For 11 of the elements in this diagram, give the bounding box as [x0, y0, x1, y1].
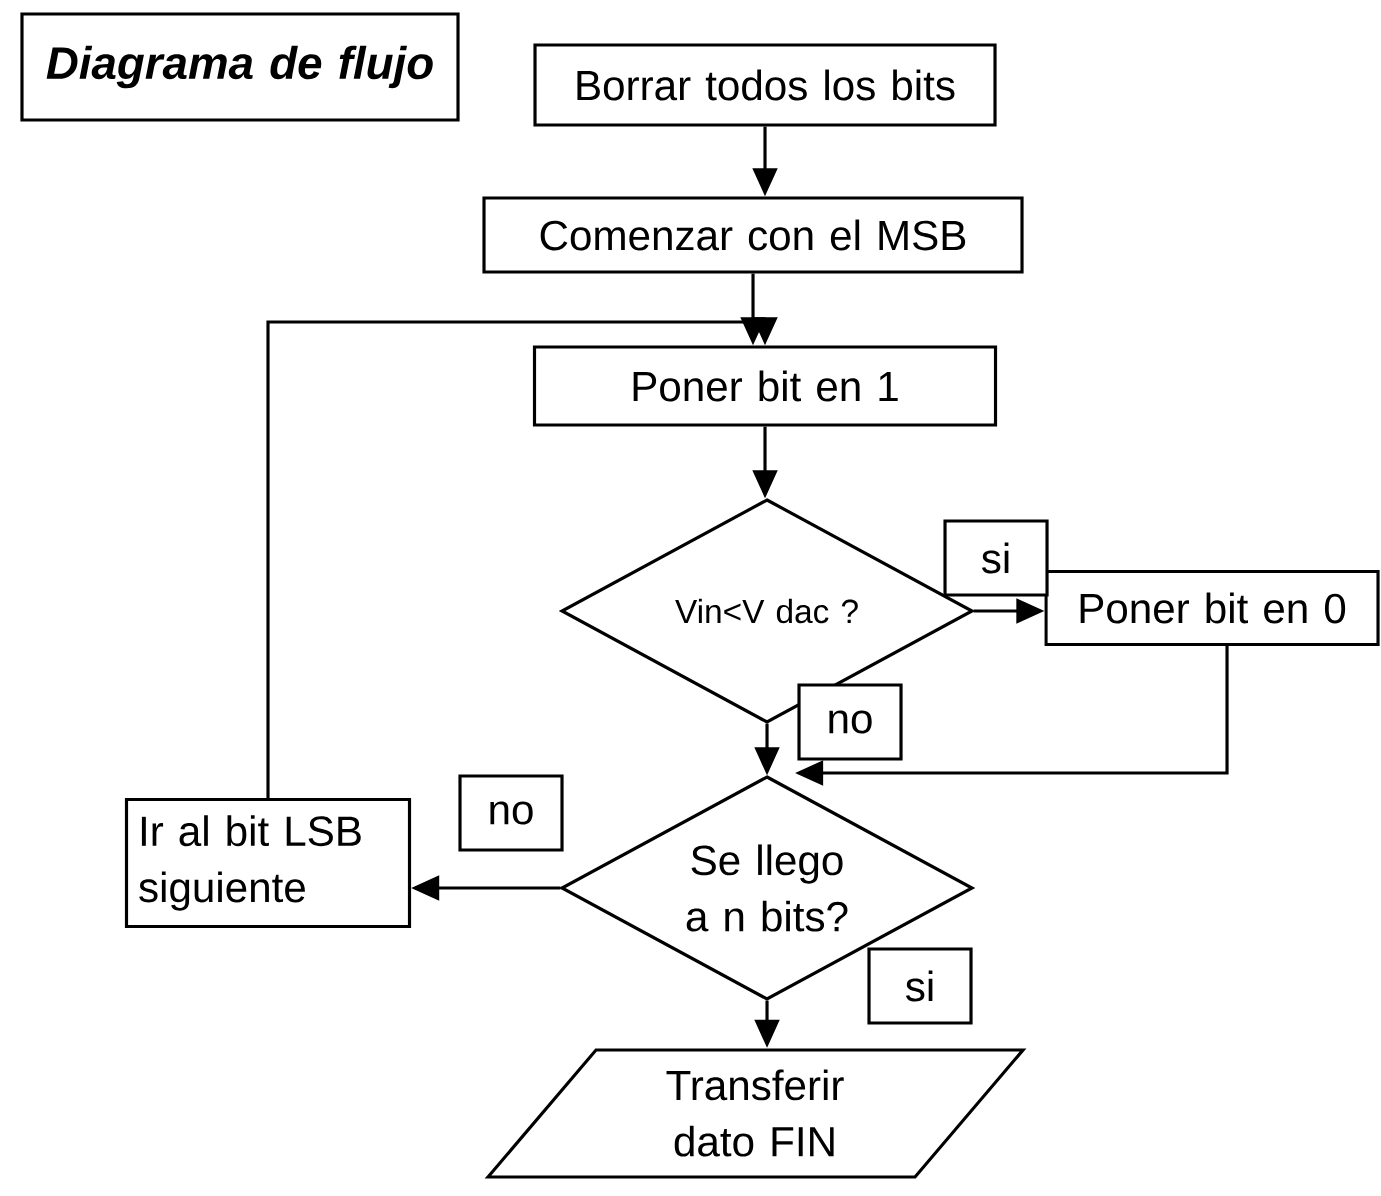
- edge-label: no: [797, 683, 903, 761]
- process-box: Ir al bit LSB siguiente: [124, 797, 412, 929]
- process-box: Diagrama de flujo: [20, 12, 460, 122]
- process-box: Comenzar con el MSB: [482, 196, 1024, 274]
- process-box: Poner bit en 0: [1044, 569, 1380, 647]
- arrow: [266, 316, 778, 798]
- process-box: Poner bit en 1: [532, 345, 998, 427]
- edge-label: no: [458, 774, 564, 852]
- edge-label: si: [867, 947, 973, 1025]
- process-box: Borrar todos los bits: [533, 43, 997, 127]
- edge-label: si: [943, 519, 1049, 597]
